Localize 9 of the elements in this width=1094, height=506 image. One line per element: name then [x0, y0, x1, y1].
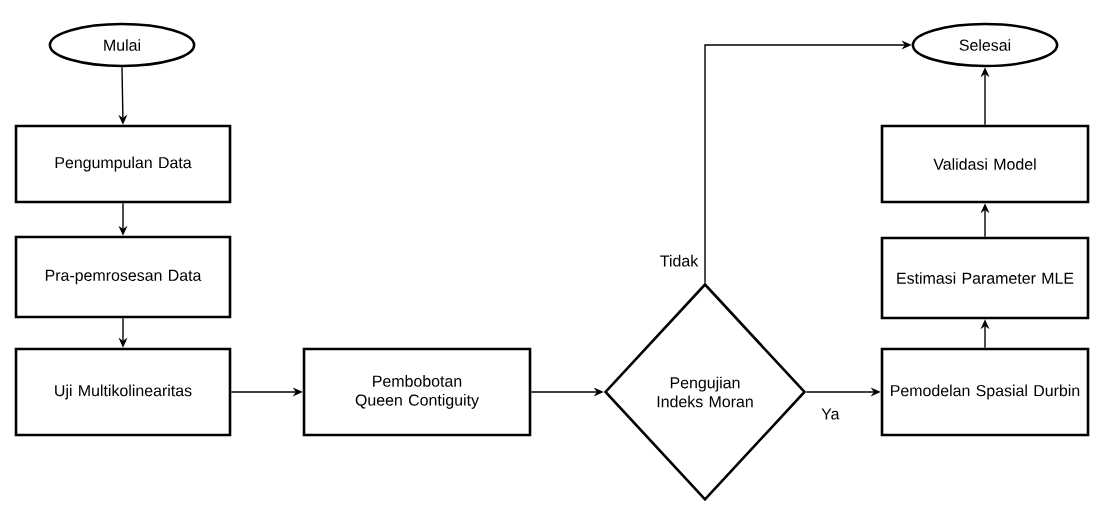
- process-box: Estimasi Parameter MLE: [880, 236, 1090, 320]
- process-box: Uji Multikolinearitas: [14, 347, 232, 437]
- process-box: Validasi Model: [880, 124, 1090, 204]
- edge-label: Tidak: [660, 254, 699, 267]
- process-box: Pengumpulan Data: [14, 124, 232, 204]
- process-box: Pembobotan Queen Contiguity: [302, 347, 532, 437]
- process-box: Pemodelan Spasial Durbin: [880, 347, 1090, 437]
- process-box: Pra-pemrosesan Data: [14, 235, 232, 319]
- edge-label: Ya: [821, 408, 840, 420]
